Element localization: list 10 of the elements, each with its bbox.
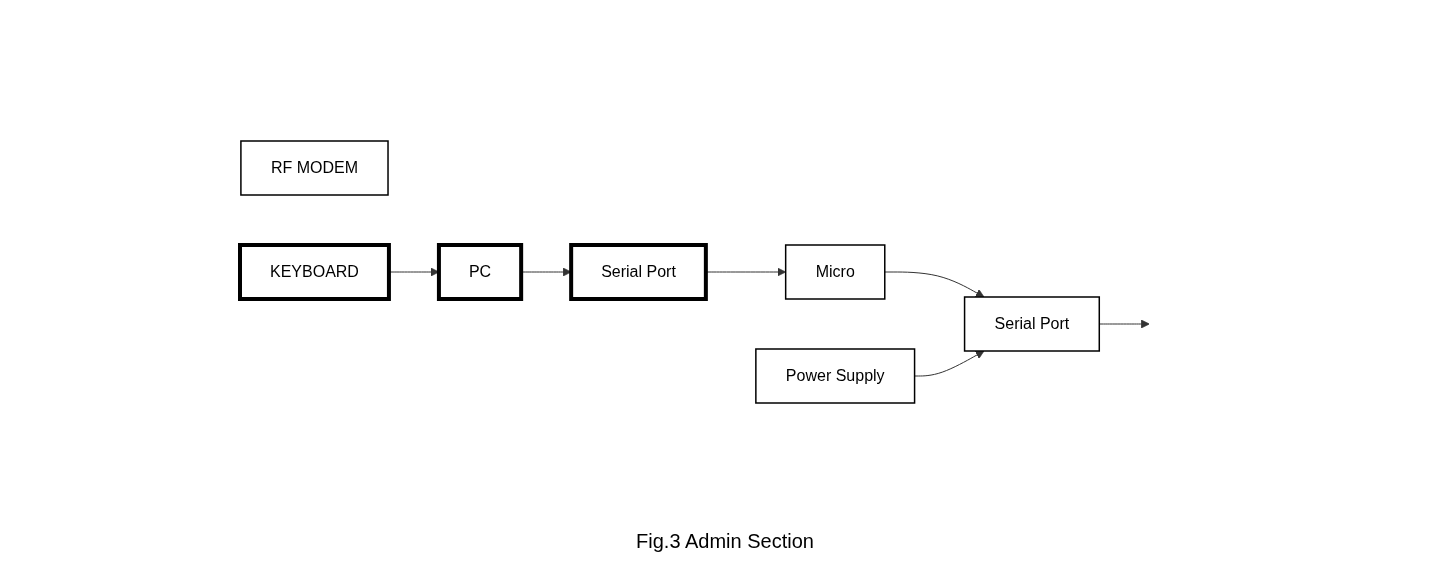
node-box: Serial Port (569, 243, 709, 301)
figure-caption: Fig.3 Admin Section (636, 530, 814, 553)
node-box: PC (437, 243, 524, 301)
arrow (914, 350, 985, 377)
arrow (1099, 319, 1151, 329)
node-box: RF MODEM (240, 140, 390, 196)
node-box: Micro (785, 244, 886, 300)
node-box: KEYBOARD (238, 243, 392, 301)
node-box: Serial Port (964, 296, 1101, 352)
node-box: Power Supply (755, 348, 916, 404)
